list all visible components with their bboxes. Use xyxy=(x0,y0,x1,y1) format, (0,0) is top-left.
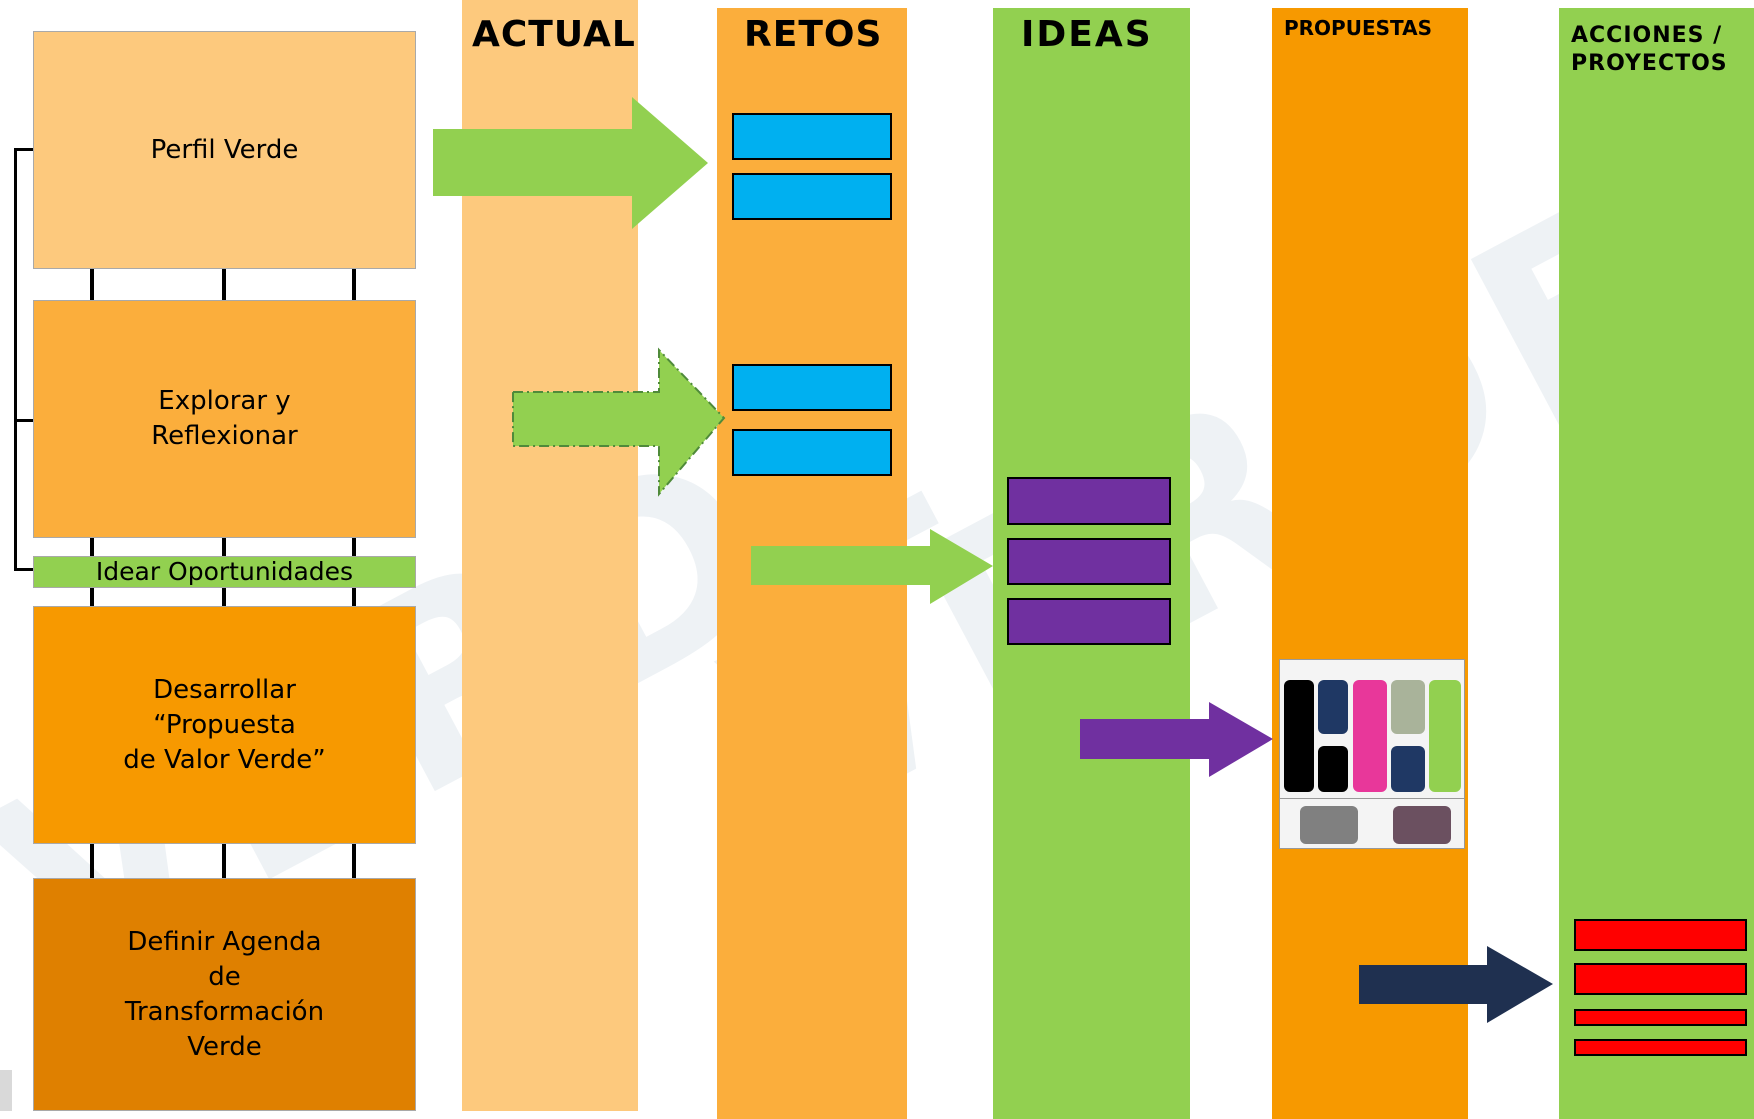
arrow-explorar-to-retos xyxy=(512,347,726,497)
step-explorar-reflexionar[interactable]: Explorar y Reflexionar xyxy=(33,300,416,538)
connector-line xyxy=(90,268,94,303)
step-perfil-verde[interactable]: Perfil Verde xyxy=(33,31,416,269)
column-title-actual: ACTUAL xyxy=(472,14,636,55)
connector-line xyxy=(90,843,94,878)
step-definir-agenda[interactable]: Definir Agenda de Transformación Verde xyxy=(33,878,416,1111)
accion-box xyxy=(1574,919,1747,951)
canvas-divider xyxy=(1280,798,1464,799)
column-title-propuestas: PROPUESTAS xyxy=(1284,16,1432,40)
reto-box xyxy=(732,113,892,160)
idea-box xyxy=(1007,538,1171,585)
step-desarrollar-propuesta[interactable]: Desarrollar “Propuesta de Valor Verde” xyxy=(33,606,416,844)
bracket-tick xyxy=(14,568,34,571)
arrow-retos-to-ideas xyxy=(751,529,993,604)
arrow-ideas-to-propuestas xyxy=(1080,702,1273,777)
canvas-panel xyxy=(1353,680,1387,792)
left-bracket xyxy=(14,148,17,570)
reto-box xyxy=(732,173,892,220)
arrow-perfil-to-retos xyxy=(433,97,708,229)
canvas-panel xyxy=(1391,746,1425,792)
canvas-panel xyxy=(1393,806,1451,844)
canvas-panel xyxy=(1284,680,1314,792)
canvas-panel xyxy=(1300,806,1358,844)
canvas-panel xyxy=(1318,680,1348,734)
idea-box xyxy=(1007,477,1171,525)
canvas-panel xyxy=(1318,746,1348,792)
connector-line xyxy=(352,843,356,878)
bracket-tick xyxy=(14,419,34,422)
reto-box xyxy=(732,364,892,411)
canvas-panel xyxy=(1429,680,1461,792)
column-propuestas xyxy=(1272,8,1468,1119)
value-proposition-canvas-thumbnail xyxy=(1279,659,1465,849)
accion-box xyxy=(1574,1039,1747,1056)
bracket-tick xyxy=(14,148,34,151)
accion-box xyxy=(1574,1009,1747,1026)
corner-marker xyxy=(0,1070,12,1111)
connector-line xyxy=(222,843,226,878)
connector-line xyxy=(222,268,226,303)
arrow-propuestas-to-acciones xyxy=(1359,946,1553,1023)
column-title-ideas: IDEAS xyxy=(1021,14,1153,55)
accion-box xyxy=(1574,963,1747,995)
idea-box xyxy=(1007,598,1171,645)
step-idear-oportunidades[interactable]: Idear Oportunidades xyxy=(33,556,416,588)
connector-line xyxy=(352,268,356,303)
column-title-retos: RETOS xyxy=(744,14,883,55)
reto-box xyxy=(732,429,892,476)
column-title-acciones: ACCIONES / PROYECTOS xyxy=(1571,23,1728,76)
canvas-panel xyxy=(1391,680,1425,734)
